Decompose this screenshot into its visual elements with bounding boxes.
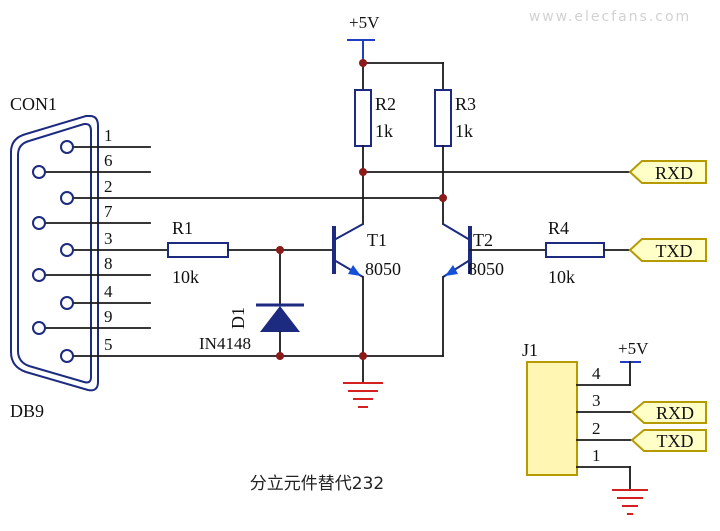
r3-ref: R3 [455, 94, 476, 114]
d1-value: IN4148 [199, 334, 251, 353]
db9-pin-hole-5 [60, 349, 74, 363]
db9-pin-hole-6 [32, 165, 46, 179]
db9-connector: CON1 DB9 1 6 2 7 3 8 4 9 5 [10, 94, 444, 421]
d1-diode-symbol [260, 306, 300, 332]
r1-ref: R1 [172, 218, 193, 238]
t1-collector-leg [333, 223, 364, 241]
db9-shell-inner [17, 123, 92, 384]
j1-rxd-net-label [630, 401, 707, 424]
junction-dot [439, 194, 447, 202]
rxd-net-label [628, 160, 707, 184]
j1-ref: J1 [522, 340, 538, 360]
db9-pin-hole-9 [32, 321, 46, 335]
r2-value: 1k [375, 121, 393, 141]
j1-txd-net-label [630, 429, 707, 452]
db9-pin-number: 6 [104, 151, 113, 170]
junction-dot [359, 59, 367, 67]
r2-ref: R2 [375, 94, 396, 114]
connector-type: DB9 [10, 401, 44, 421]
resistor-r2 [354, 89, 372, 147]
supply-label: +5V [349, 13, 380, 32]
db9-pin-hole-7 [32, 216, 46, 230]
resistor-r1 [167, 242, 229, 258]
r1-value: 10k [172, 267, 199, 287]
j1-rxd-net-text: RXD [656, 403, 694, 423]
db9-pin-number: 2 [104, 177, 113, 196]
t1-ref: T1 [367, 230, 387, 250]
j1-txd-net-text: TXD [657, 431, 694, 451]
db9-pin-hole-8 [32, 268, 46, 282]
watermark: www.elecfans.com [529, 9, 691, 25]
t2-ref: T2 [473, 230, 493, 250]
junction-dot [276, 352, 284, 360]
db9-pin-number: 1 [104, 126, 113, 145]
db9-pin-number: 7 [104, 202, 113, 221]
t1-emitter-arrow [348, 265, 361, 276]
j1-supply-label: +5V [618, 339, 649, 358]
junction-dot [359, 168, 367, 176]
j1-pin-number: 4 [592, 364, 601, 383]
db9-pin-number: 8 [104, 254, 113, 273]
db9-pin-hole-3 [60, 243, 74, 257]
ground-symbol [343, 382, 383, 408]
diagram-caption: 分立元件替代232 [250, 474, 384, 494]
resistor-r3 [434, 89, 452, 147]
db9-shell-outer [10, 115, 99, 392]
transistor-t2 [442, 223, 472, 278]
supply-top: +5V [347, 13, 380, 63]
txd-net-label [628, 238, 707, 262]
j1-pin-number: 3 [592, 391, 601, 410]
db9-pin-hole-2 [60, 191, 74, 205]
r4-ref: R4 [548, 218, 569, 238]
connector-ref: CON1 [10, 94, 57, 114]
t2-emitter-arrow [445, 265, 458, 276]
r4-value: 10k [548, 267, 575, 287]
db9-pin-hole-1 [60, 140, 74, 154]
db9-pin-number: 9 [104, 307, 113, 326]
junction-dot [359, 352, 367, 360]
r3-value: 1k [455, 121, 473, 141]
t2-collector-leg [442, 223, 471, 241]
j1-body [526, 361, 578, 476]
db9-pin-hole-4 [60, 296, 74, 310]
j1-pin-number: 1 [592, 446, 601, 465]
j1-pin-number: 2 [592, 419, 601, 438]
db9-pin-number: 5 [104, 335, 113, 354]
header-j1: J1 4 3 2 1 +5V RXD TXD [522, 339, 707, 515]
db9-pin-number: 4 [104, 282, 113, 301]
resistor-r4 [545, 242, 605, 258]
db9-pin-number: 3 [104, 229, 113, 248]
t2-value: 8050 [468, 259, 504, 279]
rxd-net-text: RXD [655, 163, 693, 183]
d1-ref: D1 [228, 307, 248, 329]
t1-value: 8050 [365, 259, 401, 279]
junction-dot [276, 246, 284, 254]
j1-ground-symbol [612, 489, 648, 515]
transistor-t1 [332, 223, 364, 278]
txd-net-text: TXD [656, 241, 693, 261]
